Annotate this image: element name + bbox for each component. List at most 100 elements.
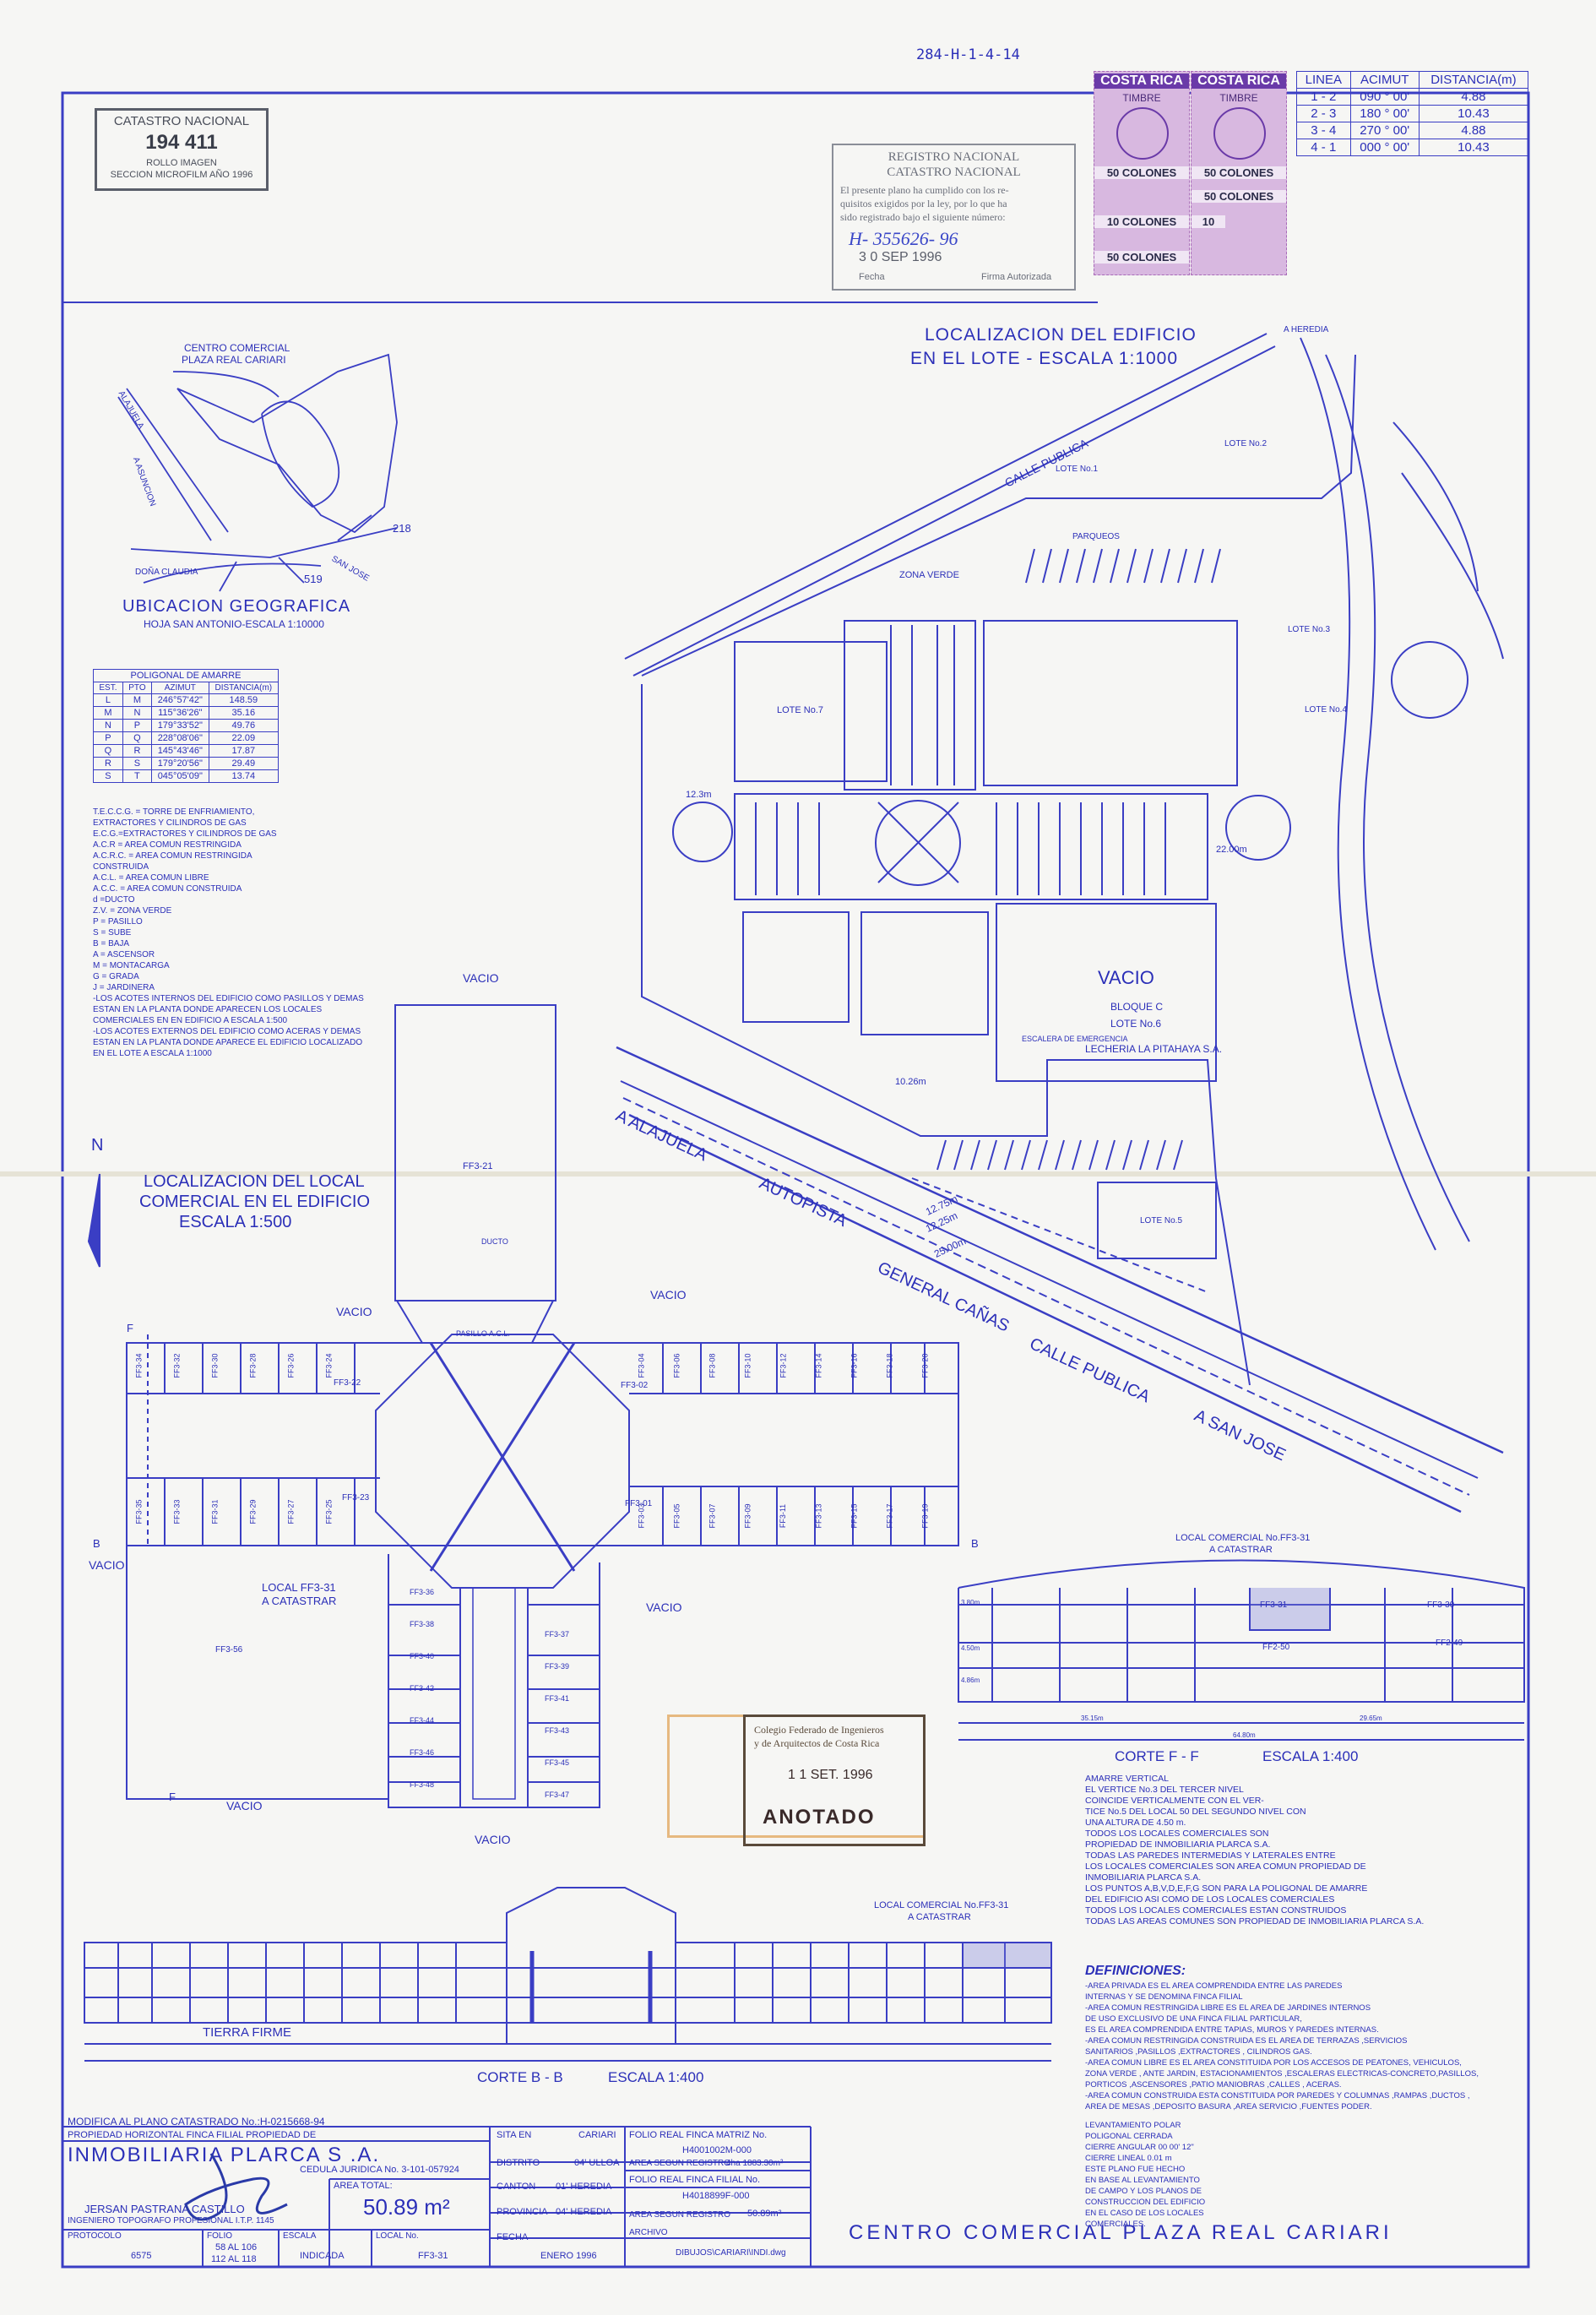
list-item: LOS LOCALES COMERCIALES SON AREA COMUN P… <box>1085 1861 1366 1872</box>
tb-sita-label: SITA EN <box>497 2130 532 2140</box>
cell: 1 - 2 <box>1296 88 1351 106</box>
colegio-line1: Colegio Federado de Ingenieros <box>754 1724 884 1736</box>
list-item: E.C.G.=EXTRACTORES Y CILINDROS DE GAS <box>93 829 277 839</box>
tb-escala-label: ESCALA <box>283 2231 317 2241</box>
list-item: -AREA COMUN RESTRINGIDA CONSTRUIDA ES EL… <box>1085 2036 1408 2046</box>
registro-stamp: REGISTRO NACIONAL CATASTRO NACIONAL El p… <box>832 144 1076 291</box>
cell: 4.88 <box>1418 88 1529 106</box>
list-item: DEL EDIFICIO ASI COMO DE LOS LOCALES COM… <box>1085 1894 1335 1905</box>
list-item: CIERRE LINEAL 0.01 m <box>1085 2154 1172 2163</box>
floor-vacio-sw: VACIO <box>226 1799 263 1812</box>
tb-escala: INDICADA <box>300 2251 345 2261</box>
unit-label: FF3-15 <box>850 1503 859 1529</box>
unit-label: FF3-27 <box>286 1499 296 1524</box>
tb-fecha-label: FECHA <box>497 2232 529 2242</box>
cell: 4.88 <box>1418 122 1529 139</box>
local-title-2: COMERCIAL EN EL EDIFICIO <box>139 1193 371 1211</box>
list-item: A.C.C. = AREA COMUN CONSTRUIDA <box>93 884 242 894</box>
registro-date: 3 0 SEP 1996 <box>859 250 942 264</box>
tb-protocolo-label: PROTOCOLO <box>68 2231 122 2241</box>
list-item: M = MONTACARGA <box>93 961 170 970</box>
site-d5: 12.3m <box>686 790 712 800</box>
list-item: LOS PUNTOS A,B,V,D,E,F,G SON PARA LA POL… <box>1085 1883 1368 1894</box>
unit-label: FF3-40 <box>410 1652 435 1660</box>
ff-unit-2-50: FF2-50 <box>1262 1643 1290 1652</box>
tb-big-title: CENTRO COMERCIAL PLAZA REAL CARIARI <box>849 2221 1392 2244</box>
list-item: -LOS ACOTES INTERNOS DEL EDIFICIO COMO P… <box>93 994 364 1003</box>
ff-corte: CORTE F - F <box>1115 1748 1199 1764</box>
unit-label: FF3-35 <box>134 1499 144 1524</box>
list-item: INMOBILIARIA PLARCA S.A. <box>1085 1872 1202 1883</box>
cell: 17.87 <box>208 744 280 758</box>
tb-local: FF3-31 <box>418 2251 448 2261</box>
site-heredia: A HEREDIA <box>1284 325 1329 334</box>
unit-label: FF3-05 <box>672 1503 681 1529</box>
list-item: INTERNAS Y SE DENOMINA FINCA FILIAL <box>1085 1992 1243 2002</box>
site-zona-verde: ZONA VERDE <box>899 570 959 580</box>
registro-text1: El presente plano ha cumplido con los re… <box>840 184 1009 196</box>
unit-label: FF3-12 <box>779 1353 788 1378</box>
unit-label: FF3-25 <box>324 1499 334 1524</box>
site-lote7: LOTE No.7 <box>777 705 824 715</box>
unit-label: FF3-06 <box>672 1353 681 1378</box>
tb-modifica: MODIFICA AL PLANO CATASTRADO No.:H-02156… <box>68 2116 325 2128</box>
tb-area-total: 50.89 m² <box>363 2194 450 2220</box>
list-item: UNA ALTURA DE 4.50 m. <box>1085 1818 1186 1828</box>
cell: 228°08'06" <box>150 731 209 745</box>
cell: 10.43 <box>1418 105 1529 122</box>
cell: T <box>122 769 152 783</box>
cell: 4 - 1 <box>1296 139 1351 156</box>
local-title-1: LOCALIZACION DEL LOCAL <box>144 1172 365 1191</box>
list-item: EL VERTICE No.3 DEL TERCER NIVEL <box>1085 1785 1244 1795</box>
tb-archivo-label: ARCHIVO <box>629 2228 668 2237</box>
unit-label: FF3-03 <box>637 1503 646 1529</box>
floor-ff3-22: FF3-22 <box>334 1378 361 1388</box>
ff-unit-2-49: FF2-49 <box>1436 1638 1463 1648</box>
list-item: TODAS LAS PAREDES INTERMEDIAS Y LATERALE… <box>1085 1850 1336 1861</box>
list-item: ESTAN EN LA PLANTA DONDE APARECEN LOS LO… <box>93 1005 323 1014</box>
unit-label: FF3-16 <box>850 1353 859 1378</box>
cell: 49.76 <box>208 719 280 732</box>
list-item: PROPIEDAD DE INMOBILIARIA PLARCA S.A. <box>1085 1840 1271 1850</box>
bb-tierra-firme: TIERRA FIRME <box>203 2025 292 2040</box>
floor-ducto: DUCTO <box>481 1237 508 1246</box>
list-item: ESTAN EN LA PLANTA DONDE APARECE EL EDIF… <box>93 1038 363 1047</box>
cell: 29.49 <box>208 757 280 770</box>
cell: 148.59 <box>208 693 280 707</box>
tb-fecha: ENERO 1996 <box>540 2251 597 2261</box>
unit-label: FF3-14 <box>814 1353 823 1378</box>
site-parqueos: PARQUEOS <box>1072 532 1120 541</box>
list-item: SANITARIOS ,PASILLOS ,EXTRACTORES , CILI… <box>1085 2047 1312 2057</box>
section-marker-f-bottom: F <box>169 1791 176 1803</box>
stamp2-v1: 50 COLONES <box>1192 166 1286 179</box>
list-item: -LOS ACOTES EXTERNOS DEL EDIFICIO COMO A… <box>93 1027 361 1036</box>
location-title-1: LOCALIZACION DEL EDIFICIO <box>925 325 1197 345</box>
stamp2-v3: 10 <box>1192 215 1225 228</box>
list-item: S = SUBE <box>93 928 132 937</box>
tb-filial-label: FOLIO REAL FINCA FILIAL No. <box>629 2175 761 2185</box>
cell: 22.09 <box>208 731 280 745</box>
tb-folio-1: 58 AL 106 <box>215 2242 258 2253</box>
ff-local-title-1: LOCAL COMERCIAL No.FF3-31 <box>1175 1533 1311 1543</box>
unit-label: FF3-17 <box>885 1503 894 1529</box>
unit-label: FF3-20 <box>920 1353 930 1378</box>
tax-stamps: COSTA RICA TIMBRE 50 COLONES 10 COLONES … <box>1094 71 1296 275</box>
cell: 13.74 <box>208 769 280 783</box>
unit-label: FF3-08 <box>708 1353 717 1378</box>
definiciones-title: DEFINICIONES: <box>1085 1964 1186 1978</box>
list-item: COINCIDE VERTICALMENTE CON EL VER- <box>1085 1796 1264 1806</box>
list-item: AMARRE VERTICAL <box>1085 1774 1169 1784</box>
registro-title1: REGISTRO NACIONAL <box>888 150 1020 164</box>
site-lechera: LECHERIA LA PITAHAYA S.A. <box>1085 1043 1223 1055</box>
cell: 145°43'46" <box>150 744 209 758</box>
site-escalera: ESCALERA DE EMERGENCIA <box>1022 1035 1128 1043</box>
site-lote5: LOTE No.5 <box>1140 1216 1183 1225</box>
unit-label: FF3-11 <box>779 1503 788 1529</box>
list-item: J = JARDINERA <box>93 983 155 992</box>
site-d6: 10.26m <box>895 1077 926 1087</box>
